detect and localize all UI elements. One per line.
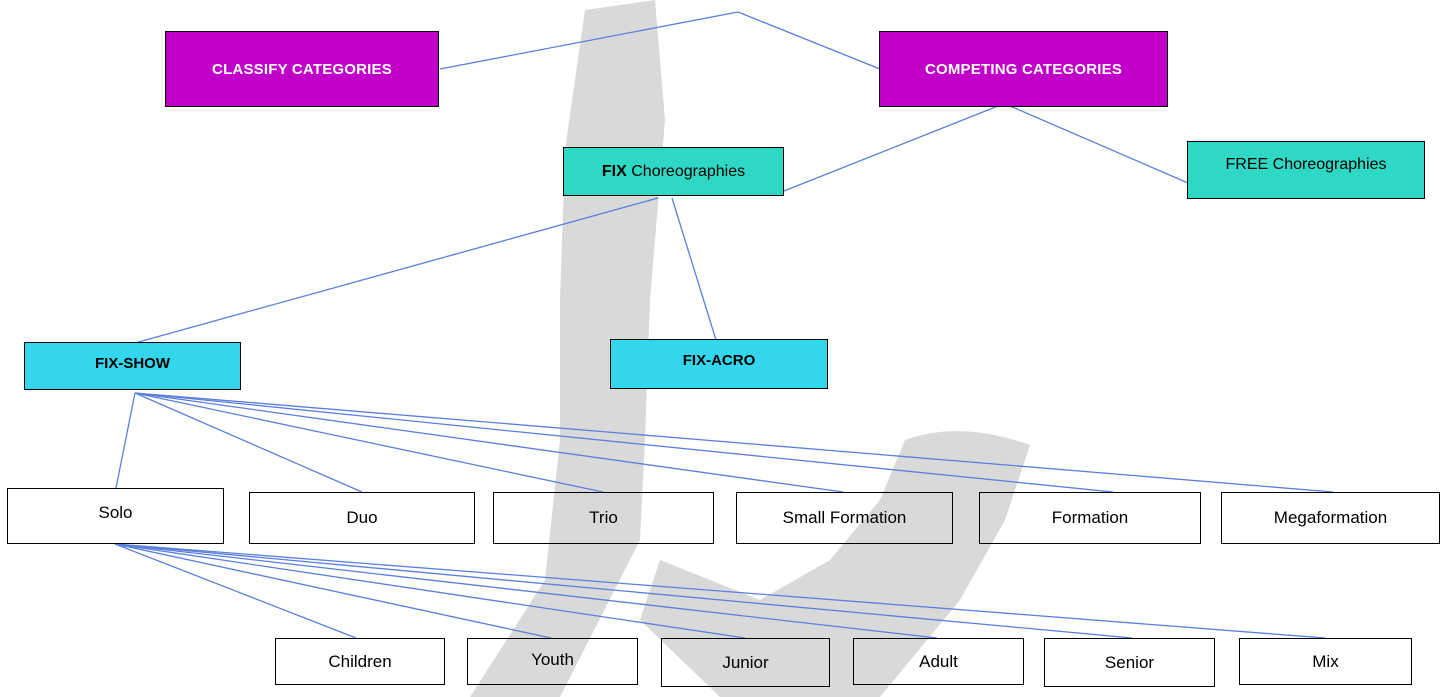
connector-fixshow-duo [134, 392, 363, 493]
age-box-youth: Youth [467, 638, 638, 685]
connector-fixshow-small-formation [134, 392, 844, 493]
free-choreo-label: FREE Choreographies [1225, 156, 1387, 173]
watermark-shape-2 [640, 431, 1030, 697]
age-box-adult: Adult [853, 638, 1024, 685]
age-box-junior: Junior [661, 638, 830, 687]
competing-categories-box: COMPETING CATEGORIES [879, 31, 1168, 107]
connector-root-classify [439, 11, 739, 70]
fix-choreo-bold-label: FIX [601, 162, 627, 180]
connector-solo-youth [114, 543, 552, 639]
connector-fix-fixacro [671, 197, 717, 341]
format-box-trio: Trio [493, 492, 714, 544]
fix-acro-label: FIX-ACRO [682, 352, 756, 369]
fix-show-label: FIX-SHOW [95, 355, 170, 372]
connector-solo-mix [114, 543, 1326, 639]
connector-fixshow-trio [134, 392, 604, 493]
connector-root-competing [737, 11, 881, 70]
connector-fixshow-formation [134, 392, 1114, 493]
connector-fix-fixshow [134, 197, 659, 344]
connector-solo-adult [114, 543, 938, 639]
connector-competing-free [1009, 105, 1189, 184]
connector-fixshow-solo [115, 392, 136, 489]
connector-solo-senior [114, 543, 1133, 639]
classify-categories-box: CLASSIFY CATEGORIES [165, 31, 439, 107]
age-box-mix: Mix [1239, 638, 1412, 685]
age-box-senior: Senior [1044, 638, 1215, 687]
format-box-duo: Duo [249, 492, 475, 544]
format-box-small-formation: Small Formation [736, 492, 953, 544]
free-choreographies-box: FREE Choreographies [1187, 141, 1425, 199]
fix-choreographies-box: FIX Choreographies [563, 147, 784, 196]
format-box-megaformation: Megaformation [1221, 492, 1440, 544]
fix-show-box: FIX-SHOW [24, 342, 241, 390]
connector-fixshow-megaformation [134, 392, 1334, 493]
connector-competing-fix [783, 105, 999, 192]
format-box-formation: Formation [979, 492, 1201, 544]
format-box-solo: Solo [7, 488, 224, 544]
fix-choreo-rest-label: Choreographies [626, 162, 746, 180]
connector-solo-children [114, 543, 357, 639]
age-box-children: Children [275, 638, 445, 685]
connector-solo-junior [114, 543, 746, 639]
fix-acro-box: FIX-ACRO [610, 339, 828, 389]
